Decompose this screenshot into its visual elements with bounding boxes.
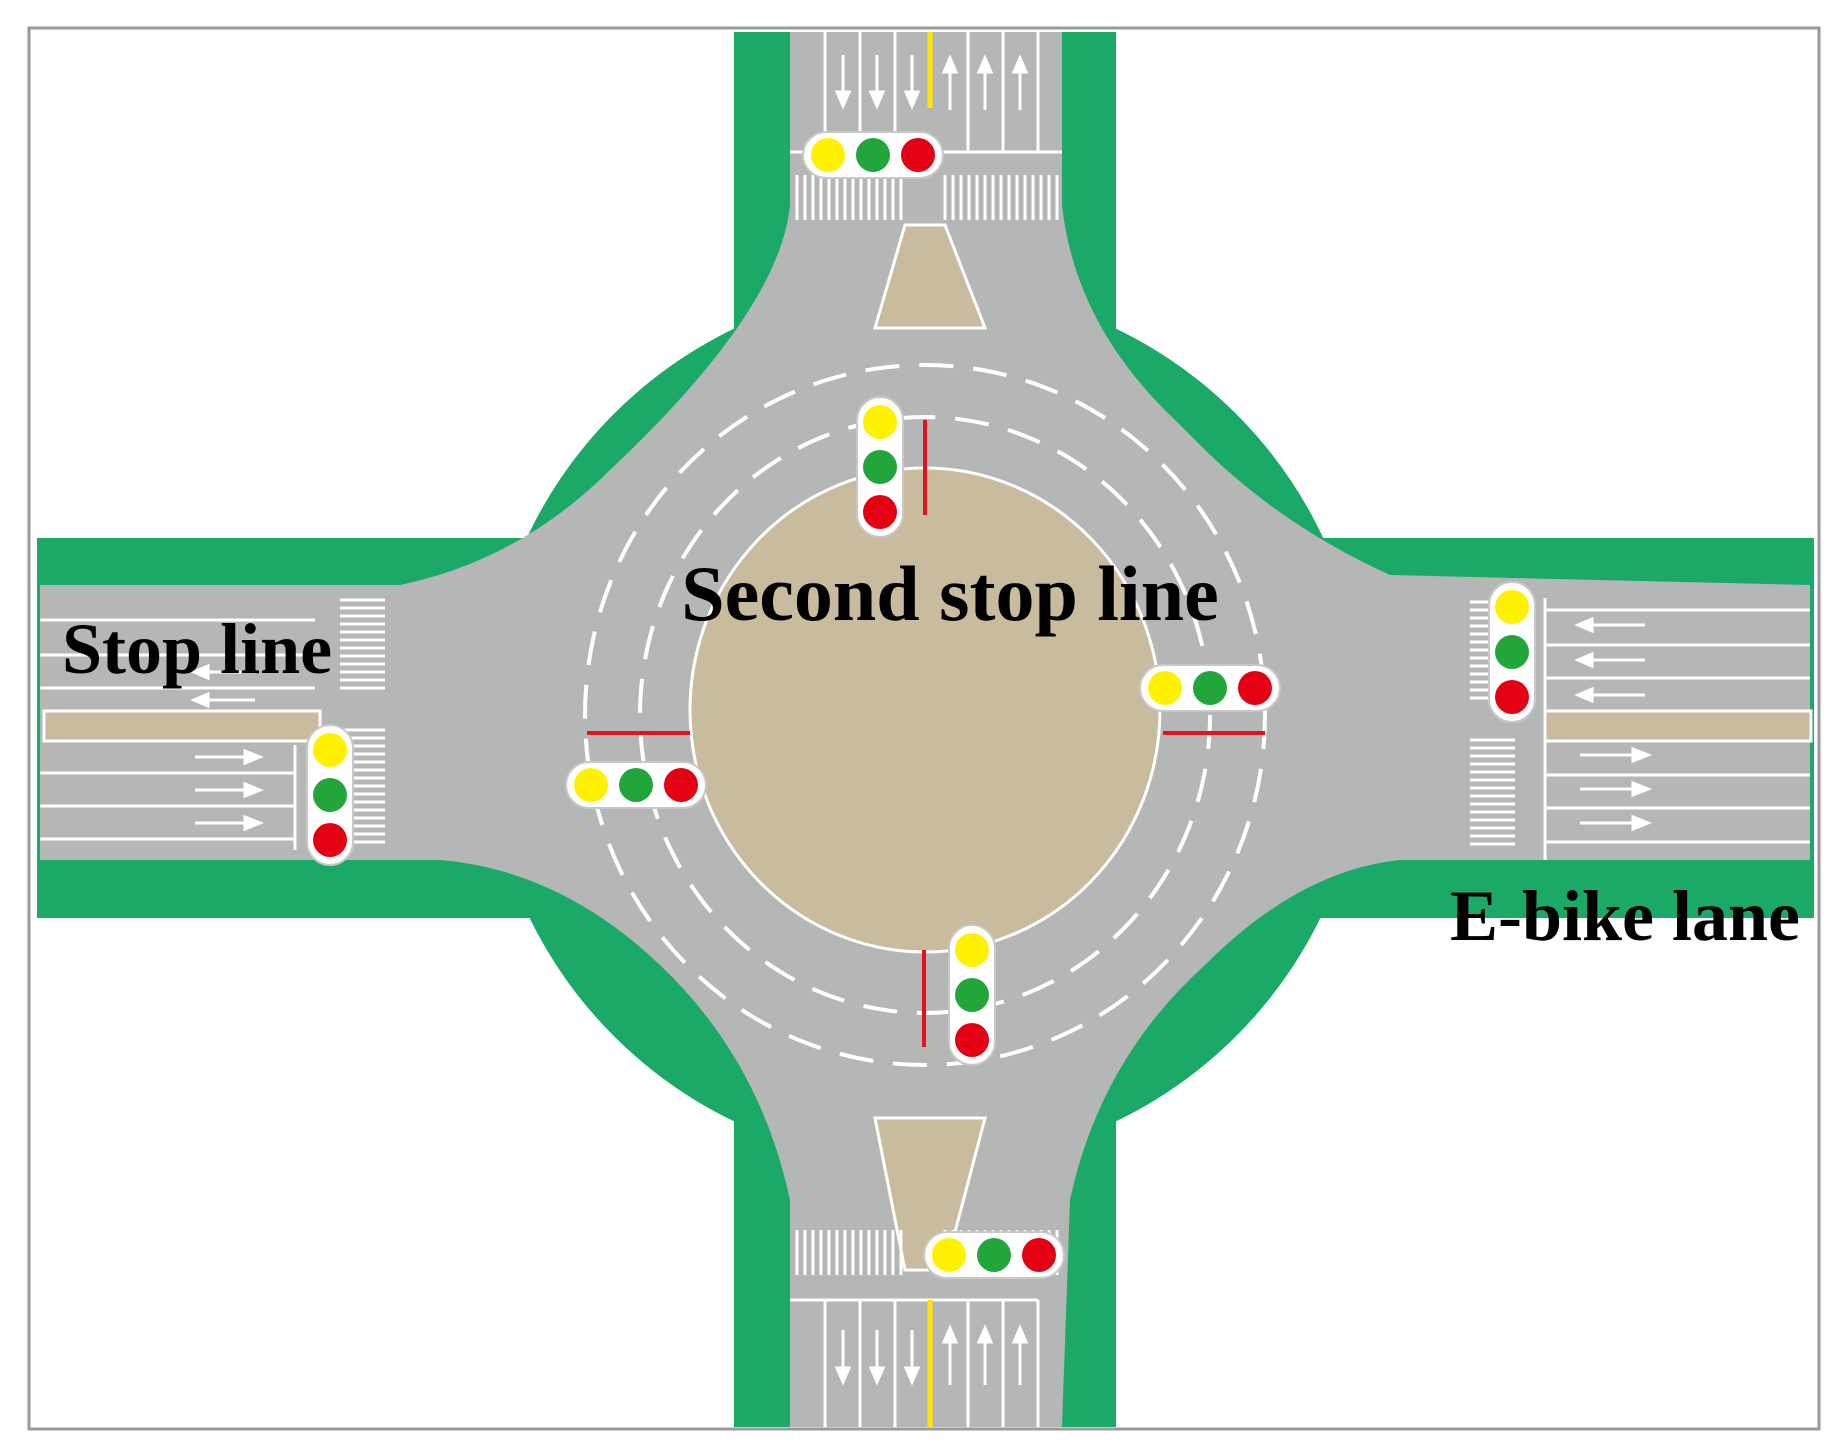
- traffic-light-icon: [306, 724, 354, 866]
- stop-line-label: Stop line: [62, 609, 332, 689]
- traffic-light-icon: [856, 396, 904, 538]
- ebike-lane-label: E-bike lane: [1450, 876, 1800, 956]
- traffic-light-icon: [802, 131, 944, 179]
- second-stop-line-label: Second stop line: [681, 550, 1218, 637]
- central-island: [688, 466, 1162, 954]
- north-crosswalk: [795, 175, 1059, 220]
- traffic-light-icon: [948, 924, 996, 1066]
- lane-arrow-icon: [1574, 616, 1653, 832]
- lane-arrow-icon: [834, 1324, 1029, 1386]
- lane-arrow-icon: [190, 663, 265, 832]
- second-stop-lines: [587, 420, 1265, 1047]
- traffic-light-icon: [1139, 664, 1281, 712]
- west-approach-lanes: [40, 598, 385, 850]
- traffic-light-icon: [923, 1231, 1065, 1279]
- lane-arrow-icon: [834, 54, 1029, 110]
- traffic-light-icon: [565, 761, 707, 809]
- traffic-light-icon: [1488, 581, 1536, 723]
